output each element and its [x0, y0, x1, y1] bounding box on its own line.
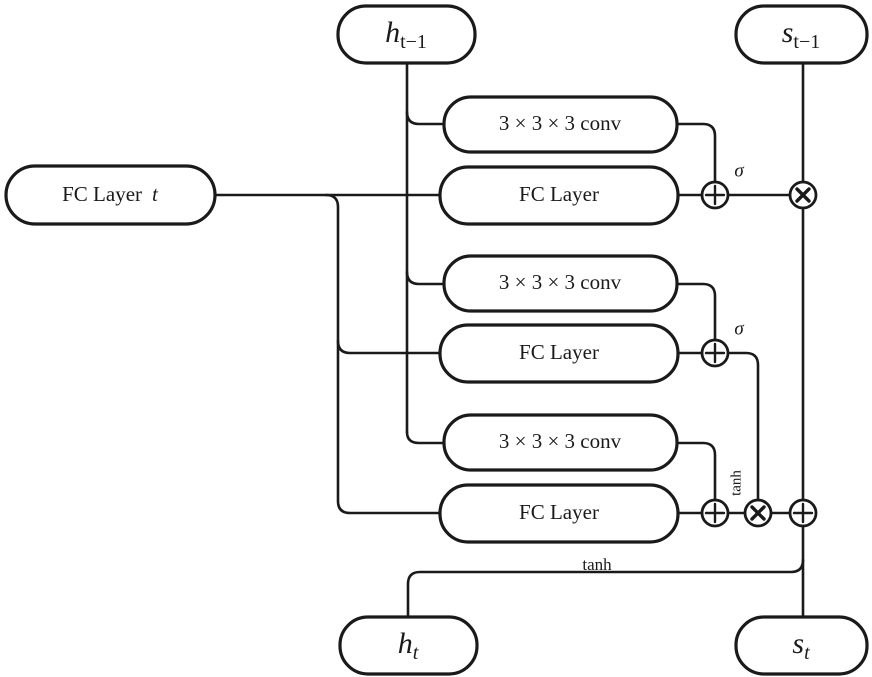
wire-conv1-to-add1 [674, 122, 717, 183]
add-cell-state[interactable] [788, 498, 818, 528]
wire-conv3-to-add3 [674, 441, 717, 501]
fc-block-2-box[interactable] [438, 323, 680, 384]
h-out-label: ht [398, 627, 419, 664]
add-gate-3[interactable] [700, 498, 730, 528]
fc-block-2-label: FC Layer [519, 340, 599, 364]
wire-add2-to-mul2 [727, 351, 760, 501]
conv-block-3-label: 3 × 3 × 3 conv [499, 429, 622, 453]
multiply-input[interactable] [743, 498, 773, 528]
fc-block-3-label: FC Layer [519, 500, 599, 524]
h-out-node[interactable]: ht [338, 615, 479, 676]
fc-layer-t-box[interactable] [4, 164, 217, 226]
conv-block-1-node[interactable]: 3 × 3 × 3 conv [442, 95, 679, 154]
wire-h-prev-to-conv3 [405, 430, 446, 445]
conv-block-3-box[interactable] [442, 413, 679, 472]
add-gate-2[interactable] [700, 338, 730, 368]
s-out-label: st [792, 627, 810, 664]
sigmoid-label-2: σ [734, 318, 744, 339]
conv-block-2-node[interactable]: 3 × 3 × 3 conv [442, 254, 679, 313]
wire-tanh-output-to-h-out [406, 558, 805, 619]
s-prev-label: st−1 [782, 16, 821, 53]
fc-block-3-node[interactable]: FC Layer [438, 483, 680, 544]
wire-h-prev-to-conv2 [405, 270, 446, 286]
wire-h-prev-to-conv1 [405, 110, 446, 126]
conv-block-1-box[interactable] [442, 95, 679, 154]
wire-conv2-to-add2 [674, 282, 717, 341]
conv-block-2-box[interactable] [442, 254, 679, 313]
conv-block-1-label: 3 × 3 × 3 conv [499, 111, 622, 135]
conv-block-3-node[interactable]: 3 × 3 × 3 conv [442, 413, 679, 472]
fc-block-2-node[interactable]: FC Layer [438, 323, 680, 384]
conv-block-2-label: 3 × 3 × 3 conv [499, 270, 622, 294]
s-out-node[interactable]: st [734, 615, 869, 676]
fc-block-1-label: FC Layer [519, 182, 599, 206]
wire-fct-to-fc2 [336, 339, 442, 355]
multiply-forget[interactable] [788, 180, 818, 210]
fc-block-1-box[interactable] [438, 165, 680, 226]
tanh-label-output: tanh [582, 555, 612, 574]
h-prev-box[interactable] [336, 4, 477, 65]
wire-layer [213, 61, 805, 619]
s-prev-box[interactable] [734, 4, 869, 65]
tanh-label-vertical: tanh [728, 470, 744, 496]
fc-block-1-node[interactable]: FC Layer [438, 165, 680, 226]
wire-fct-bus [324, 193, 442, 515]
h-prev-node[interactable]: ht−1 [336, 4, 477, 65]
h-prev-label: ht−1 [385, 16, 427, 53]
s-prev-node[interactable]: st−1 [734, 4, 869, 65]
s-out-box[interactable] [734, 615, 869, 676]
add-gate-1[interactable] [700, 180, 730, 210]
h-out-box[interactable] [338, 615, 479, 676]
sigmoid-label-1: σ [734, 160, 744, 181]
fc-block-3-box[interactable] [438, 483, 680, 544]
